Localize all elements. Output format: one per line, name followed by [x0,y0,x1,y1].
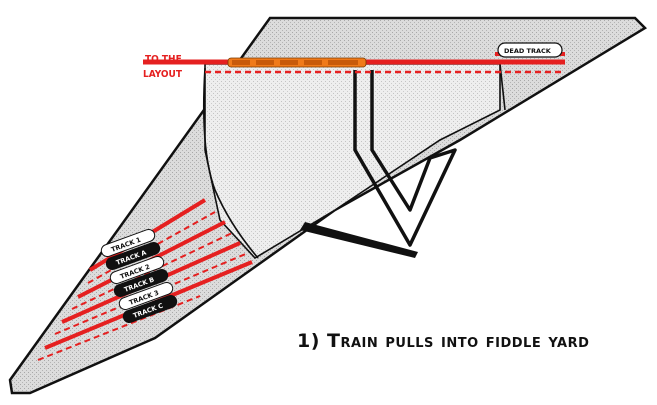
inner-curve [202,67,259,259]
dead-track-pill [497,42,563,58]
to-layout-label-line2: LAYOUT [143,69,183,80]
train [227,57,367,68]
upper-panel [204,63,501,260]
to-layout-label-line1: TO THE [145,54,182,65]
caption: 1) Train pulls into fiddle yard [297,330,589,352]
support-bracket [353,70,457,247]
dead-track-label: DEAD TRACK [504,47,552,55]
support-strut [300,222,418,258]
